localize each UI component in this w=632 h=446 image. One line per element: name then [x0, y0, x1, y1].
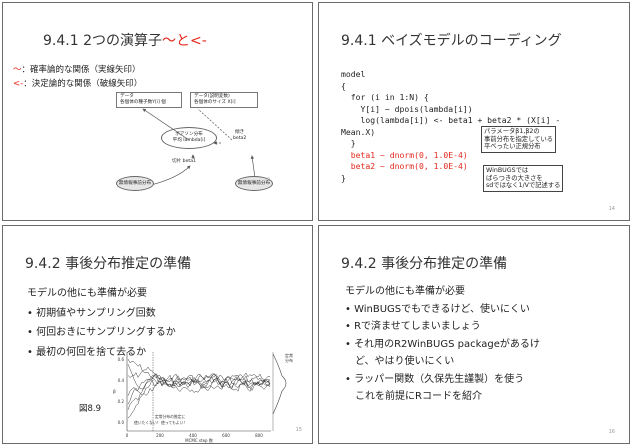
legend-text: 定常: [285, 352, 293, 358]
y-axis-label: β: [113, 389, 116, 395]
trace-line: [127, 373, 271, 396]
data-x-box: データ(説明変数) 各個体のサイズ X[i]: [190, 92, 258, 108]
list-item: ど、やはり使いにくい: [345, 356, 455, 367]
slide-16: 9.4.2 事後分布推定の準備 モデルの他にも準備が必要 • WinBUGSでも…: [318, 225, 630, 444]
code-line: {: [341, 80, 346, 91]
x-axis-label: MCMC step 数: [185, 437, 213, 443]
page-number: 15: [295, 427, 302, 433]
beta1-label: 切片 beta1: [172, 159, 196, 164]
trace-line: [127, 366, 271, 393]
annotation: 使いたくない！: [134, 420, 161, 425]
poisson-lambda-node: ポアソン分布 平均 lambda[i]: [161, 127, 217, 149]
beta2-label: 傾き beta2: [233, 130, 247, 141]
xtick: 400: [189, 433, 197, 438]
bugs-code-block: model { for (i in 1:N) { Y[i] ~ dpois(la…: [341, 69, 560, 184]
legend-text: 分布: [285, 357, 293, 363]
arrow-prior-to-beta2: [250, 155, 256, 179]
slide-title: 9.4.1 2つの演算子〜と<-: [43, 33, 207, 49]
data-y-box: データ 各個体の種子数Y[i] 個: [116, 92, 182, 108]
trace-line: [127, 374, 271, 410]
stationary-density-curve: [272, 353, 287, 415]
list-item: • Rで済ませてしまいましょう: [345, 321, 481, 332]
prior-node-left: 無情報事前分布: [116, 176, 154, 191]
code-line: Y[i] ~ dpois(lambda[i]): [341, 103, 473, 114]
ytick: 0.6: [118, 357, 125, 362]
ytick: 0.4: [118, 378, 125, 383]
bullet-list: モデルの他にも準備が必要 • 初期値やサンプリング回数 • 何回おきにサンプリン…: [27, 284, 176, 362]
ytick: 0.0: [118, 420, 125, 425]
slide-13: 9.4.1 2つの演算子〜と<- 〜：確率論的な関係（実線矢印） <-：決定論的…: [2, 2, 313, 221]
page-number: 14: [608, 206, 615, 212]
xtick: 200: [156, 433, 164, 438]
xtick: 800: [255, 433, 263, 438]
code-line-prior-beta2: beta2 ~ dnorm(0, 1.0E-4): [341, 161, 468, 171]
slide-title: 9.4.1 ベイズモデルのコーディング: [341, 33, 562, 49]
slide-14: 9.4.1 ベイズモデルのコーディング model { for (i in 1:…: [318, 2, 630, 221]
xtick: 0: [126, 433, 129, 438]
list-item: モデルの他にも準備が必要: [27, 288, 147, 299]
list-item: • ラッパー関数（久保先生謹製）を使う: [345, 373, 525, 385]
code-line: }: [341, 138, 356, 148]
list-item: これを前提にRコードを紹介: [345, 391, 482, 402]
slide-15: 9.4.2 事後分布推定の準備 モデルの他にも準備が必要 • 初期値やサンプリン…: [2, 225, 313, 444]
code-line: model: [341, 69, 366, 79]
arrow-prior-to-beta1: [150, 165, 191, 186]
code-line: Mean.X): [341, 126, 376, 137]
page-number: 13: [265, 177, 271, 182]
code-line: }: [341, 172, 346, 183]
annotation: 使ってもよい！: [161, 420, 187, 425]
trace-line: [127, 374, 271, 419]
list-item: • 最初の何回を捨て去るか: [27, 346, 147, 358]
deterministic-relation-line: <-：決定論的な関係（破線矢印）: [13, 79, 143, 89]
prior-note: パラメータβ1,β2の 事前分布を指定している 平べったい正規分布: [481, 126, 557, 153]
page-number: 16: [608, 429, 615, 435]
list-item: • WinBUGSでもできるけど、使いにくい: [345, 303, 530, 315]
trace-line: [127, 373, 271, 405]
prior-node-right: 無情報事前分布: [235, 176, 273, 191]
slide-title: 9.4.2 事後分布推定の準備: [25, 256, 192, 272]
winbugs-variance-note: WinBUGSでは ばらつきの大きさを sdではなく1/Vで記述する: [483, 165, 564, 192]
xtick: 600: [222, 433, 230, 438]
annotation: 定常分布の推定に: [155, 414, 186, 419]
code-line: log(lambda[i]) <- beta1 + beta2 * (X[i] …: [341, 115, 561, 125]
list-item: • それ用のR2WinBUGS packageがあるけ: [345, 338, 540, 350]
bullet-list: モデルの他にも準備が必要 • WinBUGSでもできるけど、使いにくい • Rで…: [345, 283, 540, 406]
code-line: for (i in 1:N) {: [341, 92, 429, 102]
list-item: モデルの他にも準備が必要: [345, 286, 465, 297]
list-item: • 初期値やサンプリング回数: [27, 307, 156, 319]
figure-label: 図8.9: [79, 404, 102, 414]
list-item: • 何回おきにサンプリングするか: [27, 327, 176, 338]
ytick: 0.2: [118, 399, 125, 404]
code-line-prior-beta1: beta1 ~ dnorm(0, 1.0E-4): [341, 149, 468, 160]
arrow-x-to-lambda: [197, 108, 233, 141]
trace-lines: [127, 359, 271, 419]
mcmc-trace-figure: 0.6 0.4 0.2 0.0 0 200 400 600 800 β MCMC…: [113, 352, 293, 443]
stochastic-relation-line: 〜：確率論的な関係（実線矢印）: [13, 65, 141, 75]
slide-title: 9.4.2 事後分布推定の準備: [341, 256, 508, 272]
